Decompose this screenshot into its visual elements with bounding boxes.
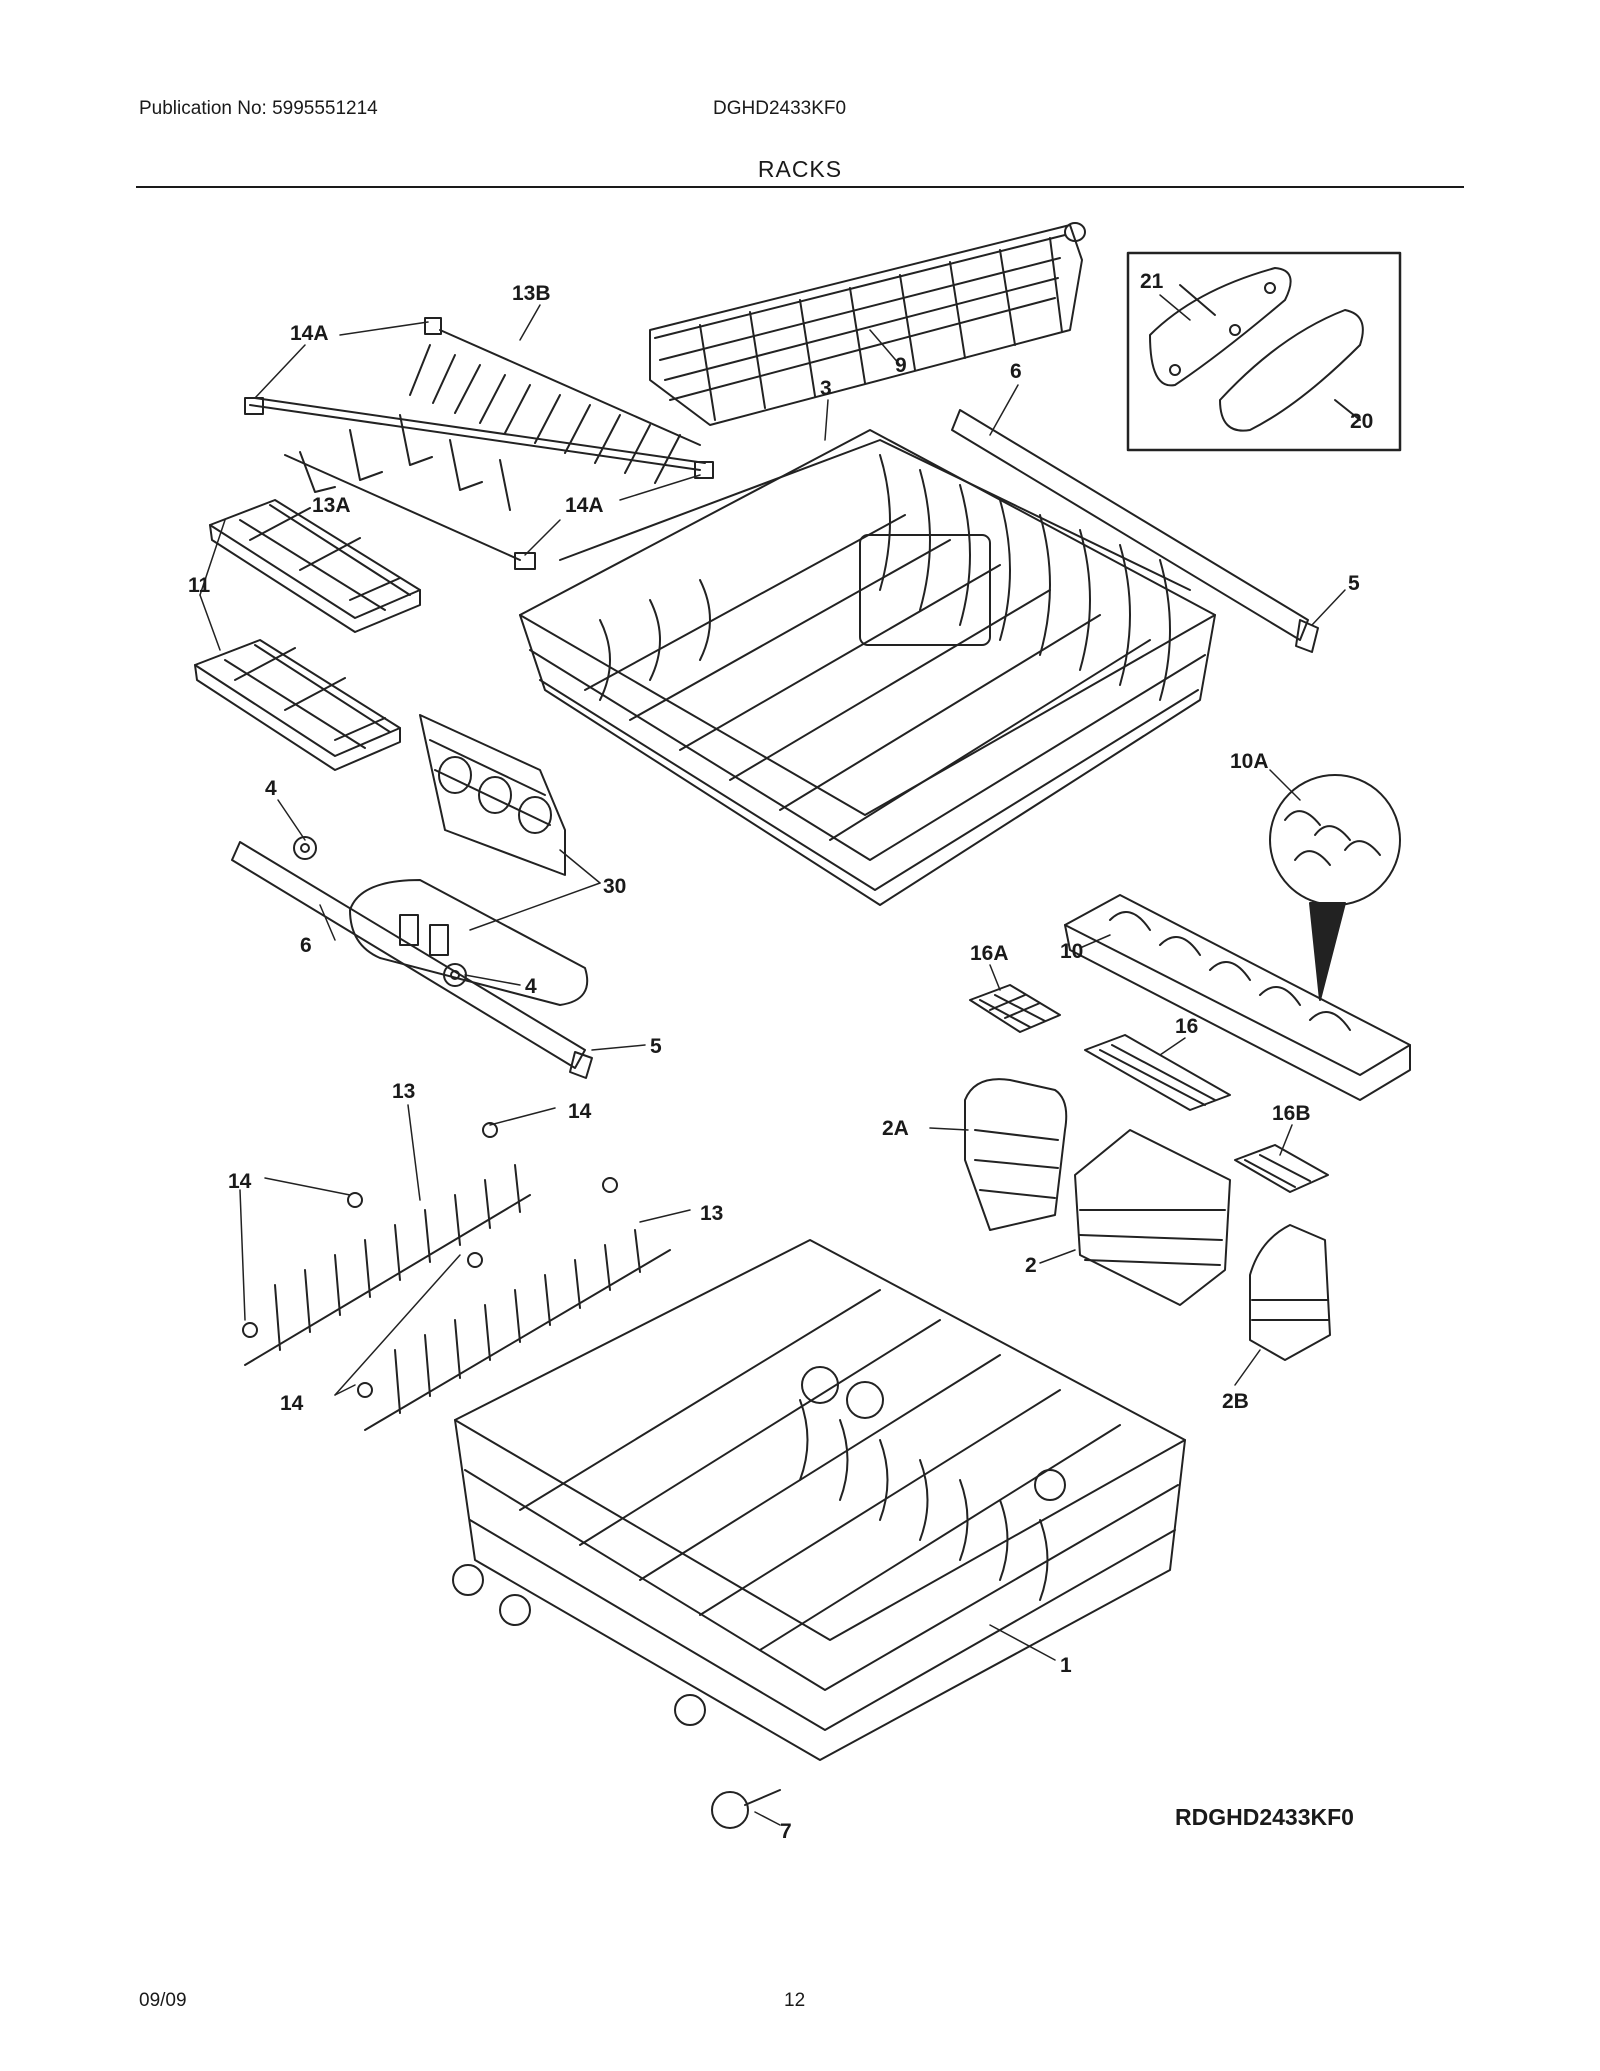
callout-14a-mid: 14A (565, 494, 604, 517)
callout-20: 20 (1350, 410, 1373, 433)
callout-16a: 16A (970, 942, 1009, 965)
callout-16: 16 (1175, 1015, 1198, 1038)
basket-lids-16 (969, 984, 1329, 1193)
callout-2: 2 (1025, 1254, 1037, 1277)
callout-21: 21 (1140, 270, 1164, 293)
callout-11: 11 (188, 574, 211, 597)
lower-tine-rows-13 (242, 1122, 671, 1431)
callout-13b: 13B (512, 282, 551, 305)
callout-30: 30 (603, 875, 626, 898)
callout-5-top: 5 (1348, 572, 1360, 595)
section-title: RACKS (757, 156, 843, 182)
callout-6-bottom: 6 (300, 934, 312, 957)
leader-lines (199, 294, 1346, 1826)
callout-10a: 10A (1230, 750, 1269, 773)
upper-rack-3 (519, 429, 1216, 906)
model-number: DGHD2433KF0 (713, 98, 847, 119)
callout-5-bottom: 5 (650, 1035, 662, 1058)
callout-14-left: 14 (228, 1170, 252, 1193)
callout-2b: 2B (1222, 1390, 1249, 1413)
rack-rail-6-bottom (231, 841, 593, 1079)
callout-13-right: 13 (700, 1202, 723, 1225)
callout-6-top: 6 (1010, 360, 1022, 383)
callout-9: 9 (895, 354, 907, 377)
inset-box-21-20 (1126, 251, 1402, 452)
callout-4-bottom: 4 (525, 975, 537, 998)
callout-3: 3 (820, 377, 832, 400)
callout-14-bottom: 14 (280, 1392, 304, 1415)
cup-shelf-11 (194, 499, 421, 771)
callout-14a-top: 14A (290, 322, 329, 345)
callout-13a: 13A (312, 494, 351, 517)
callout-2a: 2A (882, 1117, 909, 1140)
callout-13-left: 13 (392, 1080, 415, 1103)
shelf-assembly-30 (293, 714, 589, 1006)
publication-date: 09/09 (139, 1990, 187, 2011)
cup-rail-10 (1064, 774, 1411, 1101)
upper-tine-rail-13b (244, 317, 714, 484)
upper-basket-9 (649, 222, 1086, 426)
upper-tine-rail-13a (284, 414, 536, 570)
silverware-baskets-2 (964, 1078, 1331, 1361)
callout-1: 1 (1060, 1654, 1072, 1677)
lower-rack-1 (452, 1239, 1186, 1829)
diagram-reference-code: RDGHD2433KF0 (1175, 1804, 1354, 1830)
header-divider (136, 186, 1464, 188)
publication-number: Publication No: 5995551214 (139, 98, 378, 119)
page-number: 12 (784, 1990, 806, 2011)
callout-10: 10 (1060, 940, 1083, 963)
callout-14-topright: 14 (568, 1100, 592, 1123)
callout-4-top: 4 (265, 777, 277, 800)
callout-7: 7 (780, 1820, 792, 1843)
callout-16b: 16B (1272, 1102, 1311, 1125)
